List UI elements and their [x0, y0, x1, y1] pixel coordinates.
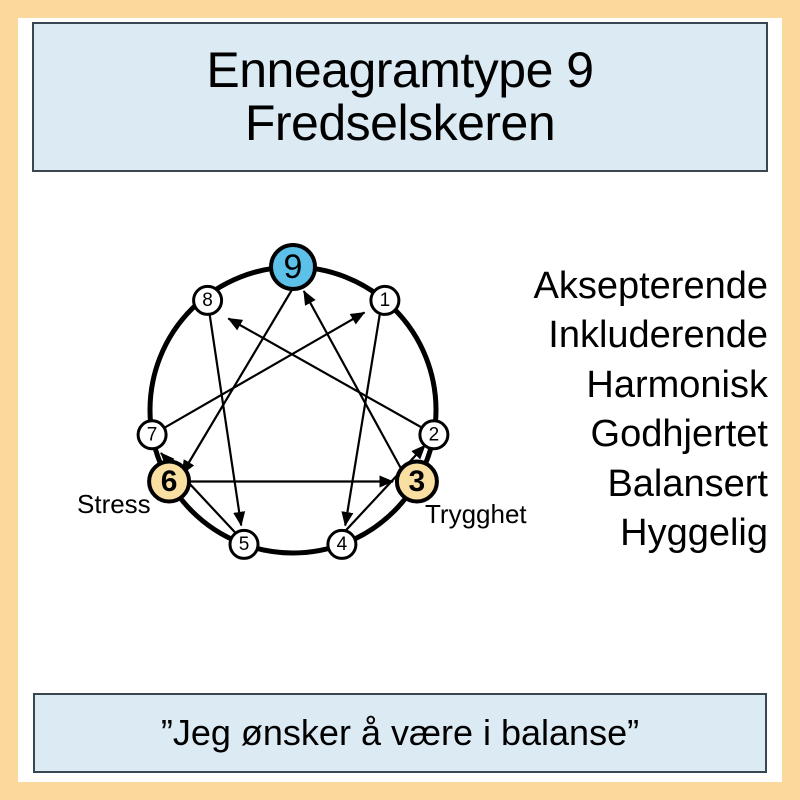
enneagram-point-2-label: 2 [429, 424, 440, 445]
page-title-line-2: Fredselskeren [244, 95, 556, 151]
quote-box: ”Jeg ønsker å være i balanse” [33, 693, 767, 773]
enneagram-point-9[interactable] [269, 243, 317, 291]
triangle-arrow-9-to-6 [181, 287, 294, 475]
enneagram-point-9-label: 9 [284, 248, 303, 286]
keyword-item: Aksepterende [533, 265, 769, 307]
keyword-list: Aksepterende Inkluderende Harmonisk Godh… [440, 262, 769, 558]
keyword-item: Godhjertet [590, 413, 768, 456]
enneagram-points: 8 1 7 2 5 4 6 [136, 243, 450, 560]
enneagram-diagram: 8 1 7 2 5 4 6 [55, 235, 555, 580]
keyword-item: Inkluderende [548, 314, 768, 357]
enneagram-triangle-lines [181, 287, 405, 488]
triangle-arrow-3-to-9 [302, 290, 405, 475]
quote-text: ”Jeg ønsker å være i balanse” [160, 712, 640, 753]
enneagram-point-4-label: 4 [337, 534, 348, 555]
keyword-item: Hyggelig [620, 511, 768, 554]
enneagram-svg: 8 1 7 2 5 4 6 [77, 243, 527, 560]
enneagram-point-5-label: 5 [239, 534, 250, 555]
page-title-line-1: Enneagramtype 9 [206, 42, 594, 98]
hexad-arrow-8-to-5 [208, 314, 246, 527]
enneagram-point-4[interactable] [326, 528, 358, 560]
enneagram-hexad-lines [160, 311, 426, 539]
keyword-item: Balansert [607, 462, 768, 505]
enneagram-point-8[interactable] [192, 284, 224, 316]
enneagram-point-2[interactable] [418, 419, 450, 451]
hexad-arrow-1-to-4 [341, 313, 381, 527]
enneagram-point-7-label: 7 [147, 424, 158, 445]
enneagram-point-7[interactable] [136, 419, 168, 451]
hexad-arrow-7-to-1 [164, 311, 366, 429]
page-title-box: Enneagramtype 9 Fredselskeren [32, 22, 768, 172]
keyword-item: Harmonisk [586, 363, 768, 406]
enneagram-point-1[interactable] [369, 284, 401, 316]
enneagram-point-3[interactable] [394, 459, 439, 504]
enneagram-point-1-label: 1 [380, 290, 391, 311]
stress-label: Stress [77, 489, 151, 519]
enneagram-point-8-label: 8 [202, 290, 213, 311]
enneagram-point-6-label: 6 [161, 465, 178, 498]
enneagram-point-3-label: 3 [409, 465, 426, 498]
enneagram-point-5[interactable] [228, 528, 260, 560]
enneagram-point-6[interactable] [147, 459, 192, 504]
hexad-arrow-2-to-8 [227, 317, 422, 428]
security-label: Trygghet [425, 499, 527, 529]
hexad-arrow-4-to-2 [344, 444, 426, 533]
